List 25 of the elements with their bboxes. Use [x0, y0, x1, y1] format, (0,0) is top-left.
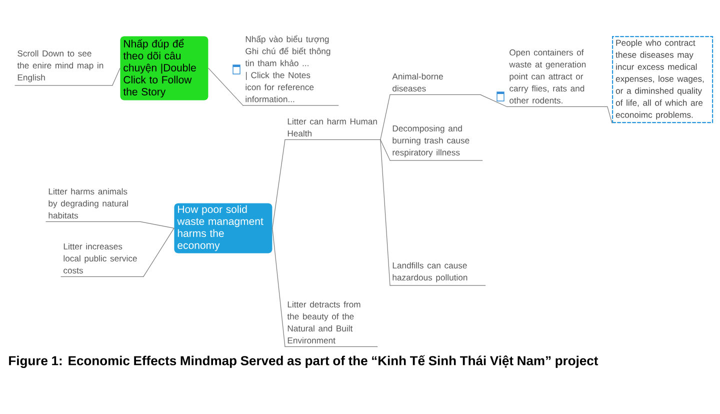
connector [607, 106, 612, 124]
connector [143, 228, 174, 277]
connector [140, 221, 174, 228]
connector [272, 139, 286, 228]
connector [272, 228, 286, 347]
underlined-topic: Decomposing and burning trash cause respiratory illness [390, 125, 483, 161]
topic-box: How poor solid waste managment harms the economy [174, 203, 272, 254]
caption: Figure 1: Economic Effects Mindmap Served as part of the “Kinh Tế Sinh Thái Việt Nam” project [9, 355, 598, 368]
underlined-topic: Litter can harm Human Health [284, 118, 381, 140]
underlined-topic: Open containers of waste at generation point can attract or carry flies, rats and other rodents. [506, 49, 608, 107]
underlined-topic: Litter increases local public service costs [60, 243, 144, 277]
underlined-topic: Scroll Down to see the enire mind map in English [14, 50, 113, 86]
note-box: People who contract these diseases may incur excess medical expenses, lose wages, or a diminshed quality of life, all of which are econoimc problems. [612, 36, 714, 124]
topic-box: Nhấp đúp để theo dõi câu chuyện |Double Click to Follow the Story [120, 36, 208, 100]
connector [112, 68, 120, 86]
connector [208, 68, 244, 106]
underlined-topic: Landfills can cause hazardous pollution [390, 262, 486, 286]
underlined-topic: Nhấp vào biểu tượng Ghi chú để biết thông tin tham khảo ... | Click the Notes icon for reference information... [242, 35, 339, 106]
connector [380, 139, 390, 161]
connector [480, 94, 508, 107]
connector [380, 94, 390, 140]
underlined-topic: Animal-borne diseases [390, 73, 481, 95]
underlined-topic: Litter harms animals by degrading natural habitats [46, 188, 141, 222]
connector [380, 139, 390, 286]
underlined-topic: Litter detracts from the beauty of the Natural and Built Environment [284, 301, 378, 347]
